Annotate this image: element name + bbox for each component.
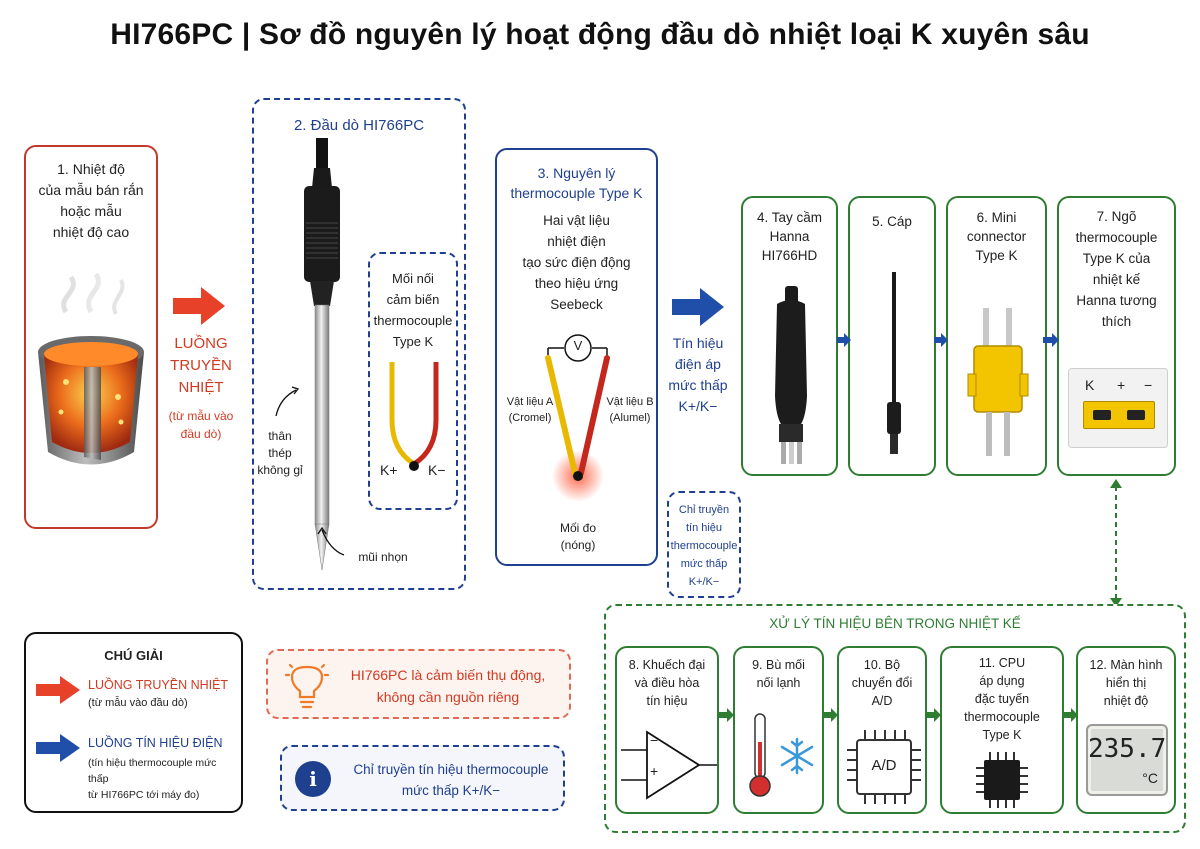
connector-icon bbox=[967, 308, 1029, 456]
step3-principle-box: 3. Nguyên lý thermocouple Type K Hai vật… bbox=[495, 148, 658, 566]
step5-cable-box: 5. Cáp bbox=[848, 196, 936, 476]
processing-box: XỬ LÝ TÍN HIỆU BÊN TRONG NHIỆT KẾ 8. Khu… bbox=[604, 604, 1186, 833]
lcd-unit: °C bbox=[1142, 770, 1158, 786]
green-arrow-9-10 bbox=[822, 708, 838, 722]
socket-minus-label: − bbox=[1144, 377, 1153, 393]
signal-arrow-icon bbox=[672, 288, 724, 326]
lcd-value: 235.7 bbox=[1088, 734, 1167, 764]
page-title: HI766PC | Sơ đồ nguyên lý hoạt động đầu … bbox=[110, 18, 1090, 51]
cable-icon bbox=[887, 272, 901, 454]
seebeck-diagram bbox=[545, 334, 610, 502]
step9-cjc-box: 9. Bù mối nối lạnh bbox=[733, 646, 824, 814]
junction-label: Mối nối cảm biến thermocouple Type K bbox=[373, 271, 453, 349]
signal-note-text: Chỉ truyền tín hiệu thermocouple mức thấ… bbox=[670, 504, 738, 588]
junction-kplus: K+ bbox=[380, 462, 398, 478]
step3-label: 3. Nguyên lý thermocouple Type K bbox=[510, 165, 643, 201]
material-a-label: Vật liệu A (Cromel) bbox=[506, 396, 554, 424]
amp-minus: − bbox=[650, 732, 659, 748]
socket-plus-label: + bbox=[1117, 377, 1126, 393]
lcd-display: 235.7 °C bbox=[1086, 724, 1168, 796]
amp-plus: + bbox=[650, 763, 659, 779]
step8-amp-box: 8. Khuếch đại và điều hòa tín hiệu bbox=[615, 646, 719, 814]
step6-label: 6. Mini connector Type K bbox=[966, 210, 1027, 263]
passive-note-text: HI766PC là cảm biến thụ động, không cần … bbox=[350, 667, 546, 705]
amplifier-icon bbox=[621, 730, 717, 800]
adc-chip-label: A/D bbox=[871, 757, 897, 774]
voltmeter-label: V bbox=[573, 338, 583, 353]
heat-flow-sub: (từ mẫu vào đầu dò) bbox=[168, 409, 234, 441]
step7-label: 7. Ngõ thermocouple Type K của nhiệt kế … bbox=[1075, 209, 1158, 329]
socket-panel: K + − bbox=[1068, 368, 1168, 448]
step5-label: 5. Cáp bbox=[872, 214, 912, 229]
legend-heat-label: LUỒNG TRUYỀN NHIỆT bbox=[88, 678, 229, 692]
green-arrow-10-11 bbox=[925, 708, 941, 722]
socket-k-label: K bbox=[1085, 377, 1095, 393]
blue-arrow-4-5 bbox=[837, 333, 851, 347]
info-note-text: Chỉ truyền tín hiệu thermocouple mức thấ… bbox=[353, 762, 549, 798]
lightbulb-icon bbox=[284, 663, 330, 709]
blue-arrow-6-7 bbox=[1043, 333, 1059, 347]
step11-cpu-box: 11. CPU áp dụng đặc tuyến thermocouple T… bbox=[940, 646, 1064, 814]
tip-label: mũi nhọn bbox=[358, 550, 408, 564]
step7-input-box: 7. Ngõ thermocouple Type K của nhiệt kế … bbox=[1057, 196, 1176, 476]
junction-wires-icon bbox=[389, 362, 439, 471]
handle-icon bbox=[775, 286, 807, 464]
step10-adc-box: 10. Bộ chuyển đổi A/D A/D bbox=[837, 646, 927, 814]
blue-arrow-5-6 bbox=[934, 333, 948, 347]
legend-heat-sub: (từ mẫu vào đầu dò) bbox=[88, 697, 188, 709]
info-icon: i bbox=[295, 761, 331, 797]
junction-box: Mối nối cảm biến thermocouple Type K K+ … bbox=[368, 252, 458, 510]
material-b-label: Vật liệu B (Alumel) bbox=[606, 396, 654, 424]
legend-box: CHÚ GIẢI LUỒNG TRUYỀN NHIỆT (từ mẫu vào … bbox=[24, 632, 243, 813]
voltmeter-icon bbox=[564, 334, 592, 362]
processing-title: XỬ LÝ TÍN HIỆU BÊN TRONG NHIỆT KẾ bbox=[769, 616, 1021, 631]
step12-label: 12. Màn hình hiển thị nhiệt độ bbox=[1089, 658, 1163, 708]
legend-signal-label: LUỒNG TÍN HIỆU ĐIỆN bbox=[88, 736, 223, 750]
crucible-icon bbox=[38, 272, 144, 465]
heat-arrow-icon bbox=[173, 287, 225, 325]
green-arrow-11-12 bbox=[1062, 708, 1078, 722]
probe-icon bbox=[304, 138, 340, 571]
socket-icon bbox=[1083, 401, 1155, 429]
step10-label: 10. Bộ chuyển đổi A/D bbox=[851, 658, 913, 708]
cpu-icon bbox=[976, 752, 1028, 808]
info-note-box: i Chỉ truyền tín hiệu thermocouple mức t… bbox=[280, 745, 565, 811]
thermometer-icon bbox=[749, 713, 771, 797]
signal-label: Tín hiệu điện áp mức thấp K+/K− bbox=[668, 335, 728, 414]
junction-kminus: K− bbox=[428, 462, 446, 478]
step8-label: 8. Khuếch đại và điều hòa tín hiệu bbox=[628, 658, 706, 708]
snowflake-icon bbox=[780, 737, 814, 775]
stem-label: thân thép không gỉ bbox=[257, 429, 303, 477]
legend-signal-arrow-icon bbox=[36, 734, 80, 762]
step2-probe-box: 2. Đầu dò HI766PC thân thép không gỉ mũi… bbox=[252, 98, 466, 590]
signal-note-box: Chỉ truyền tín hiệu thermocouple mức thấ… bbox=[667, 491, 741, 598]
legend-signal-sub: (tín hiệu thermocouple mức thấp từ HI766… bbox=[88, 757, 217, 801]
step4-handle-box: 4. Tay cầm Hanna HI766HD bbox=[741, 196, 838, 476]
chip-icon bbox=[847, 730, 921, 804]
step11-label: 11. CPU áp dụng đặc tuyến thermocouple T… bbox=[964, 656, 1040, 742]
passive-note-box: HI766PC là cảm biến thụ động, không cần … bbox=[266, 649, 571, 719]
dashed-link bbox=[1110, 479, 1122, 607]
step2-label: 2. Đầu dò HI766PC bbox=[293, 117, 425, 134]
pointer-lines bbox=[275, 386, 345, 556]
heat-flow-label: LUỒNG TRUYỀN NHIỆT bbox=[170, 335, 232, 396]
legend-heat-arrow-icon bbox=[36, 676, 80, 704]
step1-sample-box: 1. Nhiệt độ của mẫu bán rắn hoặc mẫu nhi… bbox=[24, 145, 158, 529]
green-arrow-icon bbox=[718, 708, 734, 722]
step4-label: 4. Tay cầm Hanna HI766HD bbox=[756, 210, 823, 263]
step9-label: 9. Bù mối nối lạnh bbox=[752, 658, 805, 690]
step12-display-box: 12. Màn hình hiển thị nhiệt độ 235.7 °C bbox=[1076, 646, 1176, 814]
legend-title: CHÚ GIẢI bbox=[104, 648, 163, 663]
step1-label: 1. Nhiệt độ của mẫu bán rắn hoặc mẫu nhi… bbox=[38, 161, 144, 240]
step3-desc: Hai vật liệu nhiệt điện tạo sức điện độn… bbox=[522, 213, 631, 312]
hot-junction-label: Mối đo (nóng) bbox=[559, 521, 597, 552]
step6-connector-box: 6. Mini connector Type K bbox=[946, 196, 1047, 476]
